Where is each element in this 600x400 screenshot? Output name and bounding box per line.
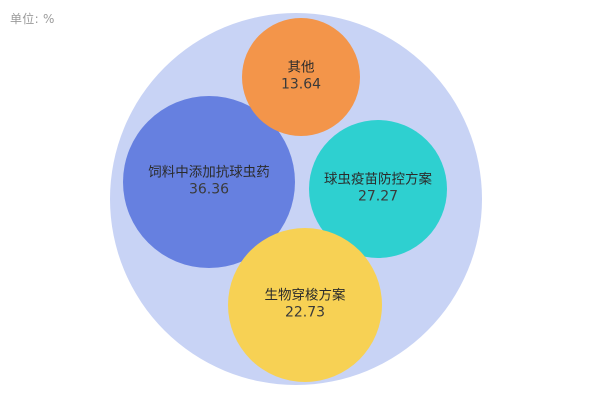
unit-label: 单位: % [10, 12, 55, 26]
bubble-2[interactable] [228, 228, 382, 382]
bubble-1[interactable] [309, 120, 447, 258]
bubble-3[interactable] [242, 18, 360, 136]
bubble-0[interactable] [123, 96, 295, 268]
